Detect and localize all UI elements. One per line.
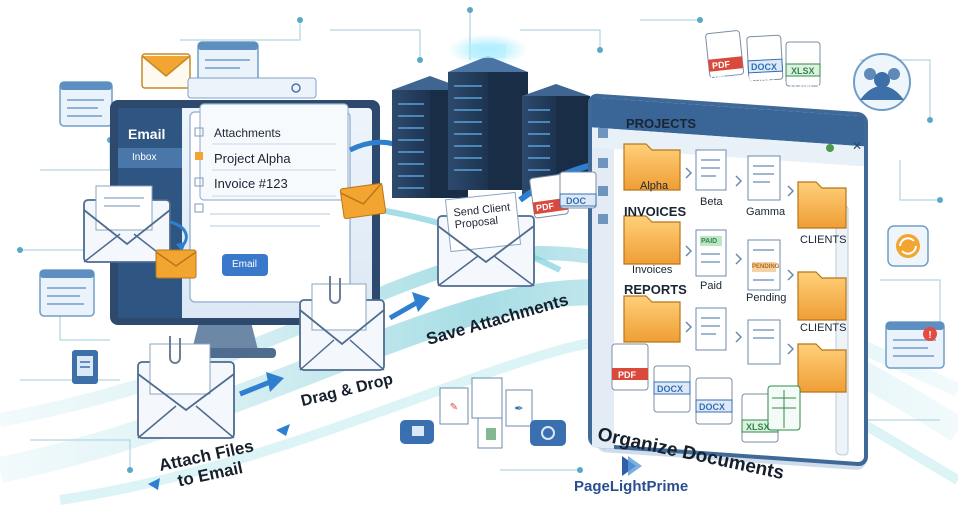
stamp-pending: PENDING	[752, 264, 780, 270]
badge-mid-doc: DOC	[566, 196, 586, 206]
dms-item-clients-2[interactable]: CLIENTS	[800, 322, 847, 334]
document-icon-left	[72, 350, 98, 384]
dms-item-pending[interactable]: Pending	[746, 292, 787, 304]
badge-top-xlsx: XLSX	[791, 66, 815, 76]
svg-text:✒: ✒	[514, 402, 523, 415]
badge-top-docx: DOCX	[751, 62, 778, 72]
doc-pending	[747, 239, 781, 291]
users-group-icon	[853, 53, 911, 111]
doc-paid	[695, 229, 727, 277]
doc-beta	[695, 149, 727, 191]
svg-text:!: !	[928, 330, 931, 341]
badge-bottom-pdf: PDF	[618, 370, 636, 380]
folder-alpha	[623, 143, 681, 191]
file-badges-bottom	[611, 343, 801, 443]
badge-bottom-docx-2: DOCX	[699, 402, 726, 412]
email-item-invoice[interactable]: Invoice #123	[214, 176, 288, 191]
doc-reports-2	[747, 319, 781, 365]
envelope-proposal	[437, 191, 535, 287]
dms-section-invoices: INVOICES	[624, 204, 687, 219]
bottom-doc-cluster: ✎ ✒	[400, 377, 566, 449]
dms-item-paid[interactable]: Paid	[700, 280, 723, 292]
server-cluster	[392, 34, 590, 198]
folder-clients-1	[797, 181, 847, 229]
email-window-title: Email	[128, 126, 166, 142]
doc-gamma	[747, 155, 781, 201]
svg-text:✕: ✕	[852, 139, 862, 153]
dms-item-alpha[interactable]: Alpha	[640, 180, 669, 192]
dms-section-projects: PROJECTS	[626, 116, 697, 131]
floating-panel-top	[197, 41, 259, 83]
dms-item-clients-1[interactable]: CLIENTS	[800, 234, 847, 246]
email-send-button[interactable]: Email	[232, 259, 258, 270]
envelope-attach	[137, 336, 235, 439]
envelope-orange-right	[339, 182, 387, 220]
folder-reports-2	[797, 343, 847, 393]
sync-icon	[887, 225, 929, 267]
floating-panel-left-1	[59, 81, 113, 127]
arrow-attach-to-drag	[239, 379, 271, 397]
folder-invoices	[623, 215, 681, 265]
envelope-drag	[299, 276, 385, 371]
file-badges-middle	[529, 171, 597, 219]
bottom-arrows	[148, 424, 290, 490]
folder-reports-1	[623, 295, 681, 343]
stamp-paid: PAID	[701, 238, 718, 245]
brand-logo-mark	[622, 456, 642, 476]
envelope-orange-small	[155, 249, 197, 279]
badge-bottom-docx-1: DOCX	[657, 384, 684, 394]
dms-section-reports: REPORTS	[624, 282, 687, 297]
badge-top-pdf: PDF	[711, 59, 731, 71]
badge-bottom-xlsx: XLSX	[746, 422, 770, 432]
envelope-icon-topleft	[141, 53, 191, 89]
inbox-label[interactable]: Inbox	[132, 152, 157, 163]
doc-reports-1	[695, 307, 727, 351]
brand-name: PageLightPrime	[574, 478, 689, 495]
file-badges-top	[705, 30, 821, 87]
envelope-outgoing	[83, 185, 171, 263]
arrow-drag-to-save	[388, 299, 420, 321]
dms-item-beta[interactable]: Beta	[700, 196, 723, 208]
email-item-project-alpha[interactable]: Project Alpha	[214, 151, 291, 166]
dms-item-invoices[interactable]: Invoices	[632, 264, 673, 276]
folder-clients-2	[797, 271, 847, 321]
svg-text:✎: ✎	[450, 402, 458, 413]
floating-panel-left-2	[39, 269, 95, 317]
dms-item-gamma[interactable]: Gamma	[746, 206, 786, 218]
attachments-header: Attachments	[214, 126, 281, 140]
floating-panel-right-alert: !	[885, 321, 945, 369]
